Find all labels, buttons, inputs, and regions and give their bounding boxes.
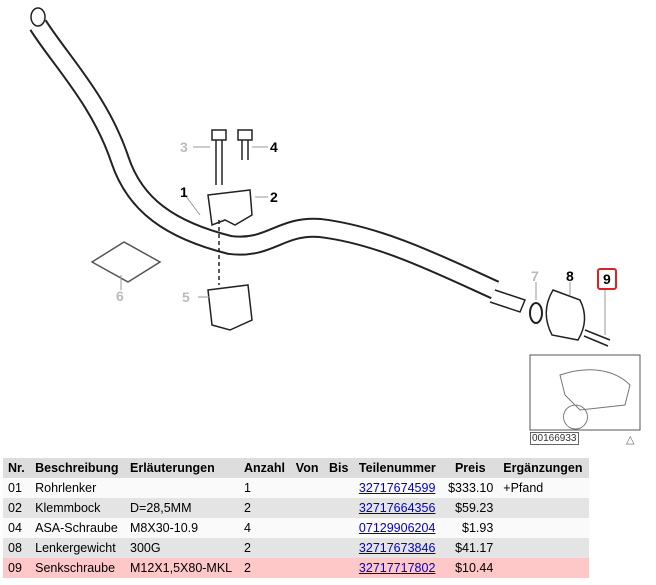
callout-6[interactable]: 6 bbox=[116, 288, 124, 304]
cell-nr: 08 bbox=[3, 538, 31, 558]
cell-von bbox=[290, 478, 324, 498]
cell-note: D=28,5MM bbox=[125, 498, 239, 518]
col-ergaenzungen: Ergänzungen bbox=[498, 458, 589, 478]
cell-note bbox=[125, 478, 239, 498]
cell-desc: ASA-Schraube bbox=[30, 518, 125, 538]
cell-price: $333.10 bbox=[442, 478, 499, 498]
cell-von bbox=[290, 538, 324, 558]
cell-qty: 2 bbox=[238, 558, 291, 578]
callout-7[interactable]: 7 bbox=[531, 268, 539, 284]
parts-diagram: 1 2 3 4 5 6 7 8 9 00166933 △ bbox=[29, 7, 641, 446]
cell-desc: Senkschraube bbox=[30, 558, 125, 578]
cell-price: $41.17 bbox=[442, 538, 499, 558]
col-bis: Bis bbox=[324, 458, 354, 478]
warning-triangle-icon: △ bbox=[626, 434, 635, 446]
part-number-link[interactable]: 32717664356 bbox=[358, 501, 436, 515]
cell-nr: 02 bbox=[3, 498, 31, 518]
cell-note: M8X30-10.9 bbox=[125, 518, 239, 538]
cell-von bbox=[290, 518, 324, 538]
cell-bis bbox=[324, 518, 354, 538]
col-anzahl: Anzahl bbox=[238, 458, 291, 478]
cell-desc: Rohrlenker bbox=[30, 478, 125, 498]
cell-extra bbox=[498, 558, 589, 578]
cell-note: M12X1,5X80-MKL bbox=[125, 558, 239, 578]
part-number-link[interactable]: 32717674599 bbox=[358, 481, 436, 495]
cell-part: 32717717802 bbox=[353, 558, 443, 578]
col-beschreibung: Beschreibung bbox=[30, 458, 125, 478]
callout-1[interactable]: 1 bbox=[180, 184, 188, 200]
cell-von bbox=[290, 498, 324, 518]
cell-qty: 4 bbox=[238, 518, 291, 538]
part-number-link[interactable]: 32717717802 bbox=[358, 561, 436, 575]
cell-part: 32717673846 bbox=[353, 538, 443, 558]
cell-von bbox=[290, 558, 324, 578]
cell-price: $10.44 bbox=[442, 558, 499, 578]
callout-2[interactable]: 2 bbox=[270, 189, 278, 205]
cell-bis bbox=[324, 538, 354, 558]
col-nr: Nr. bbox=[3, 458, 31, 478]
callout-8[interactable]: 8 bbox=[566, 268, 574, 284]
cell-part: 32717674599 bbox=[353, 478, 443, 498]
cell-part: 32717664356 bbox=[353, 498, 443, 518]
cell-bis bbox=[324, 498, 354, 518]
cell-extra: +Pfand bbox=[498, 478, 589, 498]
diagram-number: 00166933 bbox=[530, 432, 579, 445]
parts-table: Nr. Beschreibung Erläuterungen Anzahl Vo… bbox=[3, 458, 589, 578]
cell-qty: 2 bbox=[238, 498, 291, 518]
callout-4[interactable]: 4 bbox=[270, 139, 278, 155]
col-teilenummer: Teilenummer bbox=[353, 458, 443, 478]
cell-desc: Lenkergewicht bbox=[30, 538, 125, 558]
cell-price: $59.23 bbox=[442, 498, 499, 518]
cell-extra bbox=[498, 518, 589, 538]
cell-nr: 01 bbox=[3, 478, 31, 498]
callout-5[interactable]: 5 bbox=[182, 289, 190, 305]
col-von: Von bbox=[290, 458, 324, 478]
cell-bis bbox=[324, 478, 354, 498]
cell-qty: 2 bbox=[238, 538, 291, 558]
cell-qty: 1 bbox=[238, 478, 291, 498]
part-number-link[interactable]: 32717673846 bbox=[358, 541, 436, 555]
cell-bis bbox=[324, 558, 354, 578]
handlebar-exploded-drawing bbox=[29, 7, 641, 431]
callout-9-selected[interactable]: 9 bbox=[597, 268, 617, 290]
col-erlaeuterungen: Erläuterungen bbox=[125, 458, 239, 478]
cell-extra bbox=[498, 538, 589, 558]
cell-extra bbox=[498, 498, 589, 518]
part-number-link[interactable]: 07129906204 bbox=[358, 521, 436, 535]
cell-part: 07129906204 bbox=[353, 518, 443, 538]
callout-3[interactable]: 3 bbox=[180, 139, 188, 155]
cell-price: $1.93 bbox=[442, 518, 499, 538]
col-preis: Preis bbox=[442, 458, 499, 478]
cell-desc: Klemmbock bbox=[30, 498, 125, 518]
cell-nr: 04 bbox=[3, 518, 31, 538]
cell-note: 300G bbox=[125, 538, 239, 558]
cell-nr: 09 bbox=[3, 558, 31, 578]
